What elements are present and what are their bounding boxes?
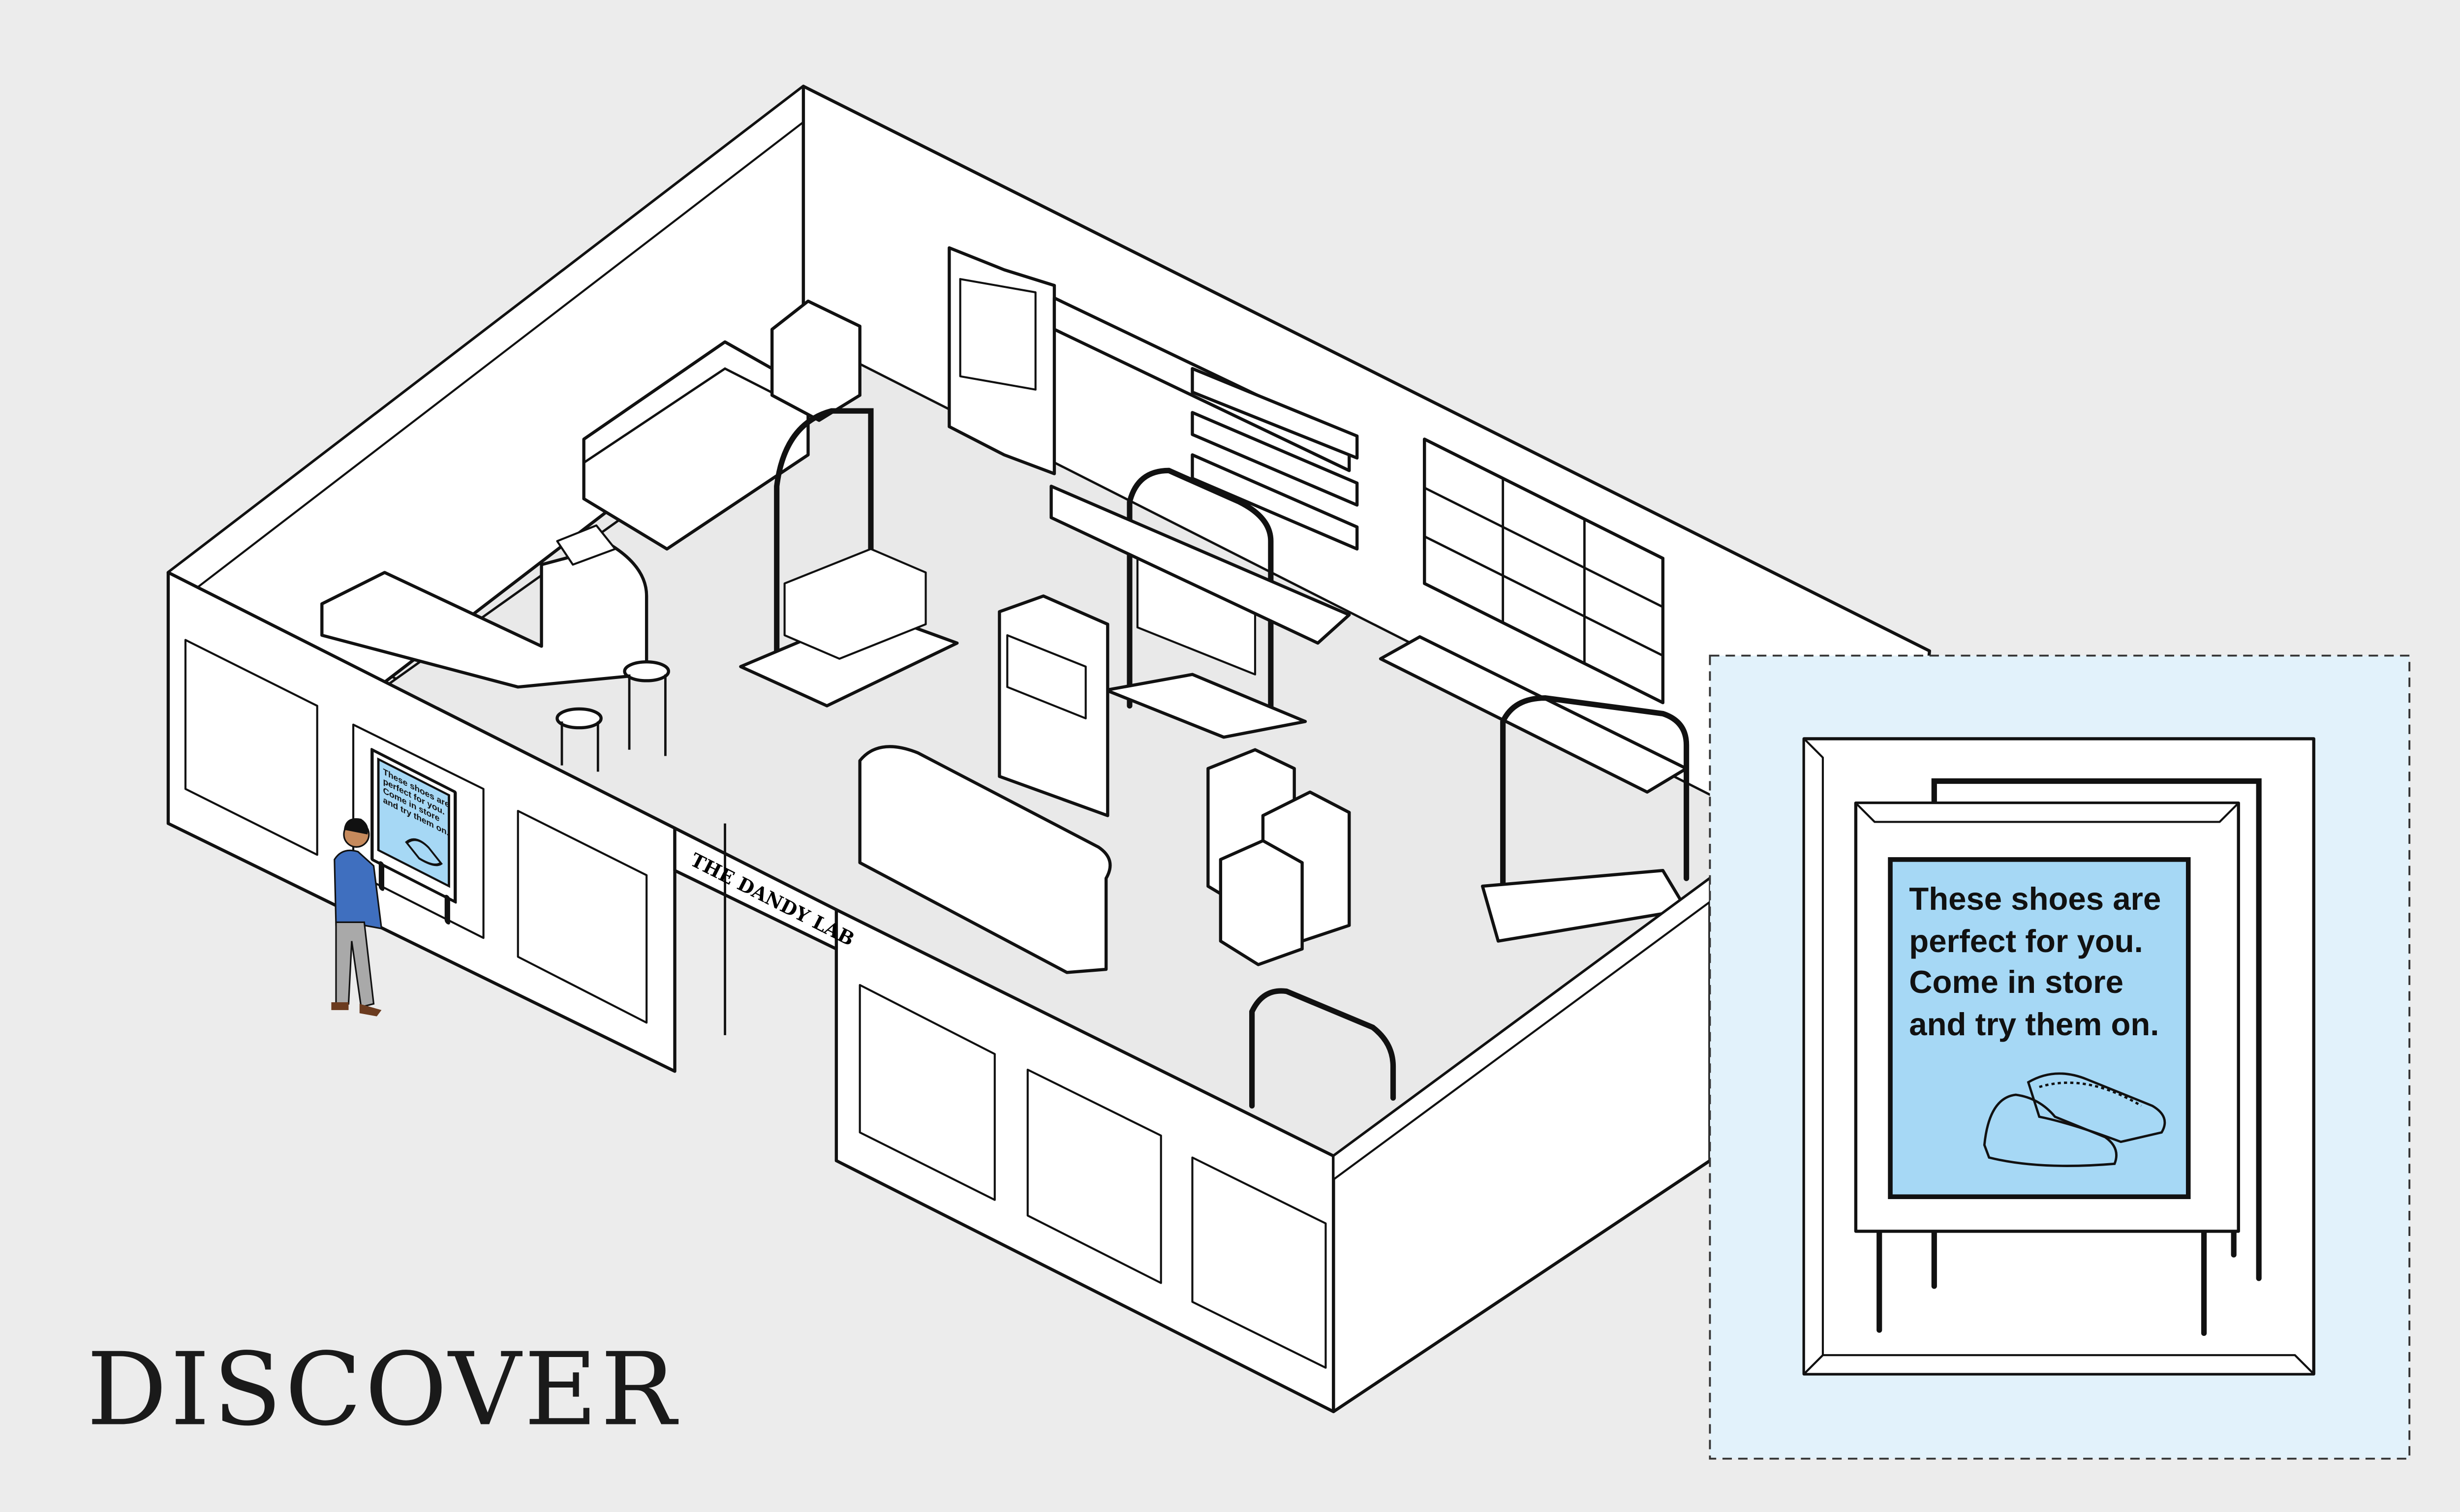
stools xyxy=(555,660,670,772)
cash-counter xyxy=(320,524,648,689)
callout-line: These shoes are xyxy=(1909,881,2161,917)
display-plinths xyxy=(1206,748,1351,966)
shoe-icon xyxy=(1983,1072,2166,1167)
clothing-rack xyxy=(1049,467,1351,739)
page-title: DISCOVER xyxy=(87,1331,679,1448)
shoe-icon xyxy=(405,838,443,866)
callout-line: perfect for you. xyxy=(1909,923,2143,959)
display-rack-right xyxy=(1379,635,1690,943)
person xyxy=(331,818,383,1017)
wall-display-unit xyxy=(948,246,1359,551)
rack-near-entrance xyxy=(1249,988,1396,1109)
kiosk-screen xyxy=(998,594,1109,817)
callout-line: and try them on. xyxy=(1909,1006,2159,1042)
window-display-screen xyxy=(377,757,450,888)
window-display-sign: These shoes are perfect for you. Come in… xyxy=(370,748,457,925)
display-rack-left xyxy=(739,408,959,708)
callout-line: Come in store xyxy=(1909,964,2123,1000)
callout-screen xyxy=(1888,857,2191,1200)
service-counter xyxy=(858,745,1112,974)
side-cabinet xyxy=(770,299,861,422)
back-window-grid xyxy=(1423,437,1665,705)
callout-panel: These shoes are perfect for you. Come in… xyxy=(1709,654,2411,1460)
